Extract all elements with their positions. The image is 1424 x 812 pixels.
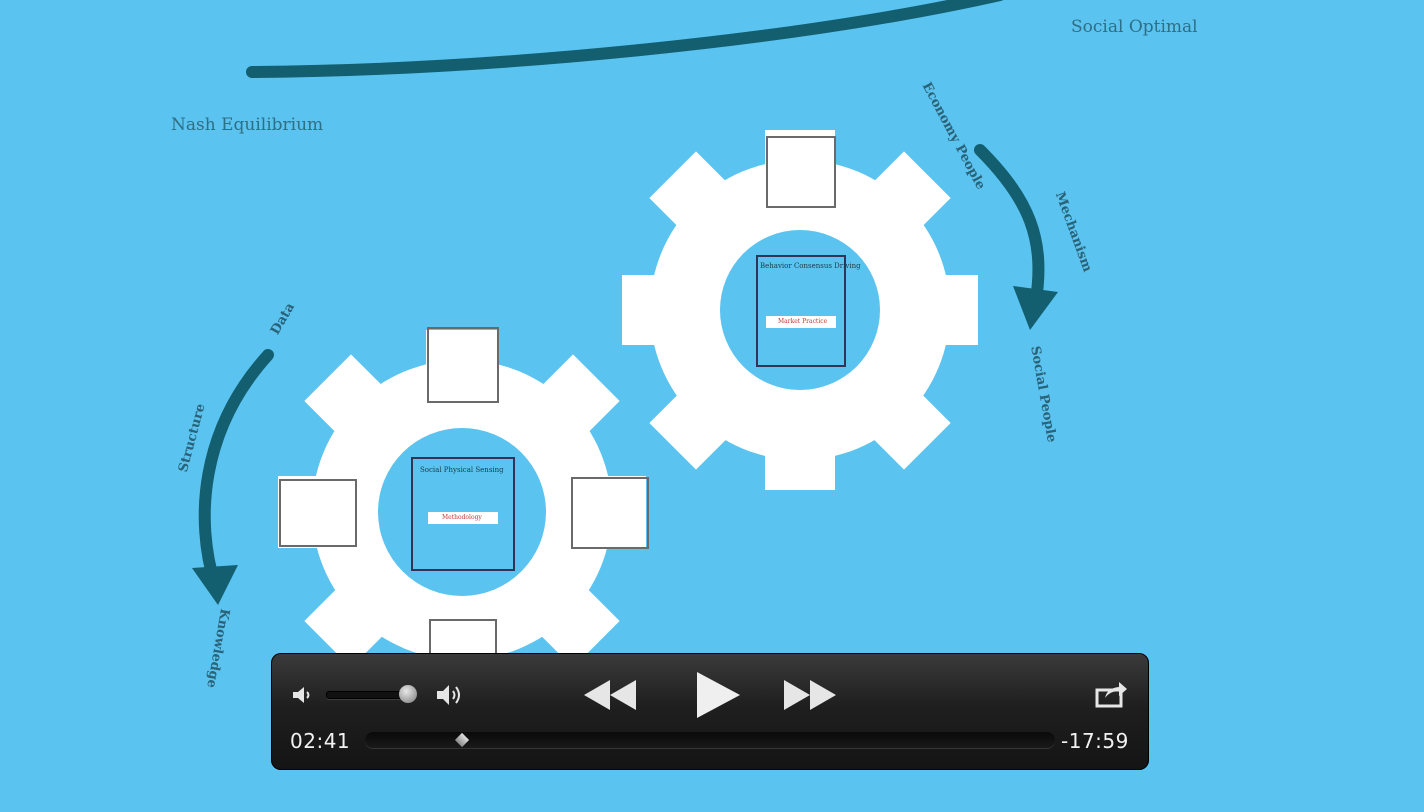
volume-low-icon[interactable] bbox=[291, 684, 315, 706]
scrubber-track[interactable] bbox=[365, 732, 1055, 748]
play-icon[interactable] bbox=[693, 670, 743, 720]
left-gear-title: Social Physical Sensing bbox=[420, 466, 504, 474]
nash-equilibrium-label: Nash Equilibrium bbox=[171, 115, 324, 135]
remaining-time: -17:59 bbox=[1061, 729, 1129, 753]
volume-high-icon[interactable] bbox=[435, 682, 467, 708]
volume-slider[interactable] bbox=[326, 685, 417, 703]
rewind-icon[interactable] bbox=[582, 678, 638, 712]
playhead[interactable] bbox=[454, 732, 469, 748]
volume-knob[interactable] bbox=[399, 685, 417, 703]
social-optimal-label: Social Optimal bbox=[1071, 17, 1198, 37]
fast-forward-icon[interactable] bbox=[782, 678, 838, 712]
left-gear-button: Methodology bbox=[442, 514, 482, 521]
share-icon[interactable] bbox=[1095, 680, 1129, 708]
elapsed-time: 02:41 bbox=[290, 729, 351, 753]
right-gear-title: Behavior Consensus Driving bbox=[760, 262, 861, 270]
video-controller: 02:41 -17:59 bbox=[271, 653, 1149, 770]
right-gear-button: Market Practice bbox=[778, 318, 828, 325]
